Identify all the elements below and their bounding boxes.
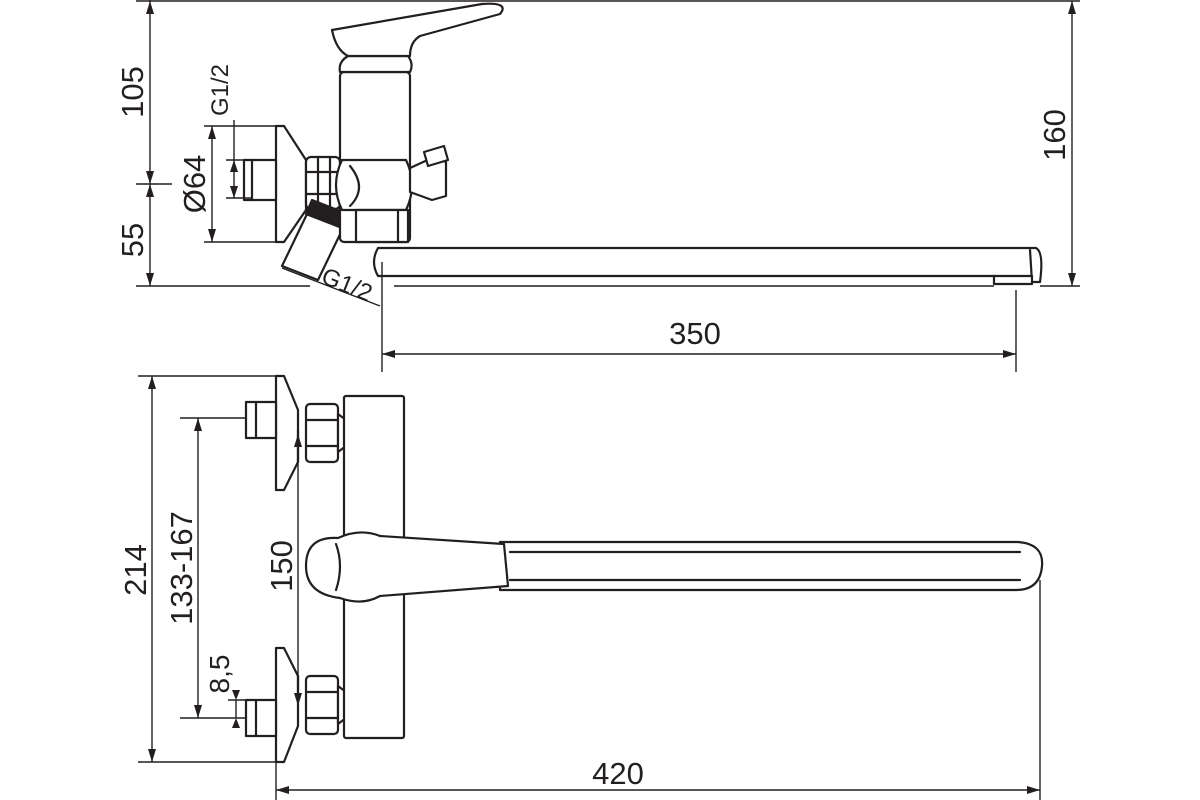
mixer-body bbox=[334, 54, 414, 244]
dim-total-width bbox=[138, 375, 276, 763]
dim-total-length bbox=[275, 580, 1041, 800]
dim-body-length bbox=[294, 434, 302, 706]
dim-total-height bbox=[1040, 1, 1080, 287]
side-view: 105 55 Ø64 G1/2 G1/2 bbox=[115, 0, 1080, 372]
thread-label-top: G1/2 bbox=[207, 64, 234, 116]
dim-offset bbox=[228, 690, 246, 728]
shower-outlet bbox=[280, 198, 350, 282]
dim-thread-bottom bbox=[281, 267, 381, 307]
dim-flange-diameter bbox=[204, 125, 276, 243]
dim-thread-top bbox=[226, 120, 252, 199]
spout-side bbox=[372, 246, 1043, 286]
lever-handle-top bbox=[304, 531, 510, 603]
dim-label-8-5: 8,5 bbox=[204, 655, 235, 694]
dim-label-133-167: 133-167 bbox=[164, 511, 199, 625]
dim-label-214: 214 bbox=[118, 544, 153, 596]
dim-spout-reach bbox=[381, 262, 1017, 372]
dim-label-350: 350 bbox=[669, 316, 721, 351]
dim-label-160: 160 bbox=[1037, 109, 1072, 161]
diverter-knob bbox=[408, 144, 450, 202]
dim-label-150: 150 bbox=[264, 540, 299, 592]
thread-label-bottom: G1/2 bbox=[318, 263, 376, 308]
lever-handle bbox=[330, 2, 504, 58]
dim-height-left bbox=[136, 0, 1080, 287]
upper-hex-nut bbox=[304, 402, 348, 464]
wall-connector-pipe bbox=[242, 158, 278, 202]
spout-top bbox=[498, 540, 1044, 592]
dim-center-range bbox=[180, 417, 246, 719]
dim-label-55: 55 bbox=[115, 223, 150, 257]
lower-hex-nut bbox=[304, 674, 348, 736]
dim-label-105: 105 bbox=[115, 66, 150, 118]
dim-label-diameter-64: Ø64 bbox=[177, 155, 212, 214]
hex-nut bbox=[304, 155, 342, 211]
dim-label-420: 420 bbox=[592, 756, 644, 791]
lower-flange bbox=[244, 646, 300, 764]
upper-flange bbox=[244, 374, 300, 492]
top-view: 214 133-167 8,5 150 bbox=[118, 374, 1044, 800]
